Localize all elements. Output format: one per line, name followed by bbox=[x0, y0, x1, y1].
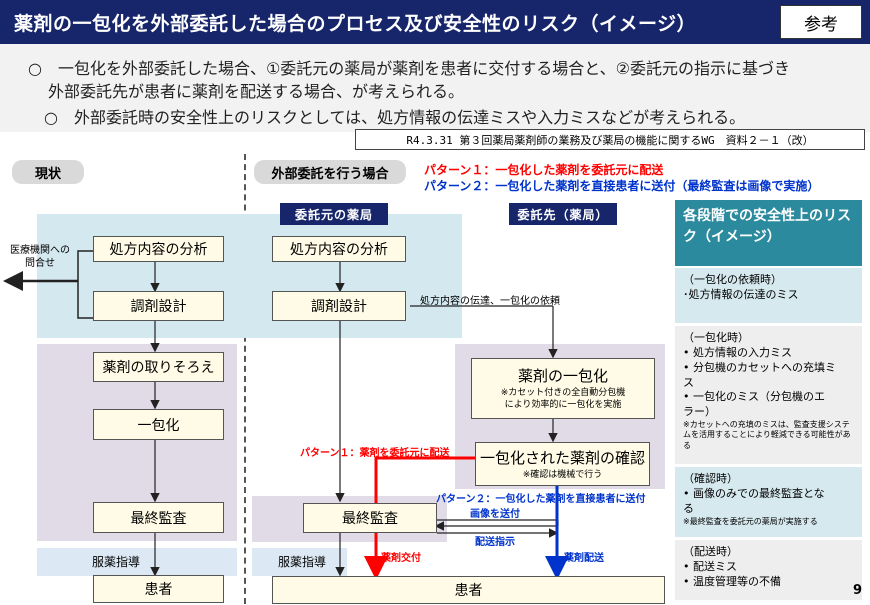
risk-packaging-item: • 一包化のミス（分包機のエ ラー） bbox=[683, 390, 825, 419]
risk-request: （一包化の依頼時） ･処方情報の伝達のミス bbox=[675, 268, 862, 323]
handover-label: 薬剤交付 bbox=[381, 553, 421, 564]
risk-delivery: （配送時） • 配送ミス • 温度管理等の不備 bbox=[675, 540, 862, 600]
risk-delivery-title: （配送時） bbox=[683, 545, 738, 558]
section-divider bbox=[244, 154, 246, 604]
risk-delivery-item: • 配送ミス bbox=[683, 559, 737, 573]
summary-line-2: 外部委託先が患者に薬剤を配送する場合、が考えられる。 bbox=[48, 82, 465, 101]
page-title: 薬剤の一包化を外部委託した場合のプロセス及び安全性のリスク（イメージ） bbox=[14, 13, 697, 35]
origin-pharmacy-label: 委託元の薬局 bbox=[280, 203, 388, 225]
summary-line-1: ○ 一包化を外部委託した場合、①委託元の薬局が薬剤を患者に交付する場合と、②委託… bbox=[28, 59, 791, 78]
outsourced-audit-box: 最終監査 bbox=[303, 503, 437, 533]
outsourced-packaging-box: 薬剤の一包化 ※カセット付きの全自動分包機 により効率的に一包化を実施 bbox=[471, 358, 655, 419]
current-patient-box: 患者 bbox=[93, 575, 224, 603]
source-citation: R4.3.31 第３回薬局薬剤師の業務及び薬局の機能に関するWG 資料２－１（改… bbox=[355, 129, 865, 150]
check-title: 一包化された薬剤の確認 bbox=[479, 448, 645, 467]
risk-delivery-item: • 温度管理等の不備 bbox=[683, 574, 781, 588]
risk-packaging-title: （一包化時） bbox=[683, 331, 749, 344]
outsourced-guidance-band bbox=[252, 548, 347, 576]
outsourced-guidance-label: 服薬指導 bbox=[278, 555, 327, 569]
check-note: ※確認は機械で行う bbox=[522, 469, 603, 480]
risk-check-note: ※最終監査を委託元の薬局が実施する bbox=[683, 516, 818, 526]
current-guidance-band bbox=[37, 548, 237, 576]
risk-check-title: （確認時） bbox=[683, 472, 738, 485]
title-bar bbox=[0, 0, 870, 44]
current-audit-box: 最終監査 bbox=[93, 502, 224, 533]
current-picking-box: 薬剤の取りそろえ bbox=[93, 352, 224, 382]
outsourced-design-box: 調剤設計 bbox=[272, 291, 406, 321]
pattern-2-caption: パターン２：一包化した薬剤を直接患者に送付（最終監査は画像で実施） bbox=[424, 179, 820, 193]
section-outsourced: 外部委託を行う場合 bbox=[254, 160, 406, 184]
risk-packaging-item: • 処方情報の入力ミス bbox=[683, 345, 792, 359]
pattern-1-caption: パターン１：一包化した薬剤を委託元に配送 bbox=[424, 163, 664, 177]
check-box: 一包化された薬剤の確認 ※確認は機械で行う bbox=[475, 442, 650, 486]
summary-panel bbox=[0, 44, 870, 132]
current-analysis-box: 処方内容の分析 bbox=[93, 236, 224, 262]
risk-request-item: ･処方情報の伝達のミス bbox=[683, 287, 799, 301]
risk-header: 各段階での安全性上のリスク（イメージ） bbox=[675, 200, 862, 266]
risk-request-title: （一包化の依頼時） bbox=[683, 273, 782, 286]
summary-line-3: ○ 外部委託時の安全性上のリスクとしては、処方情報の伝達ミスや入力ミスなどが考え… bbox=[44, 108, 746, 127]
transfer-note: 処方内容の伝達、一包化の依頼 bbox=[420, 296, 560, 307]
current-packaging-box: 一包化 bbox=[93, 409, 224, 440]
current-guidance-label: 服薬指導 bbox=[92, 555, 141, 569]
pattern-2-arrow-label: パターン２：一包化した薬剤を直接患者に送付 bbox=[436, 494, 646, 505]
image-send-label: 画像を送付 bbox=[470, 509, 520, 520]
page-number: 9 bbox=[853, 583, 863, 598]
delivery-instruction-label: 配送指示 bbox=[475, 537, 515, 548]
reference-tag: 参考 bbox=[780, 5, 862, 39]
risk-check: （確認時） • 画像のみでの最終監査とな る ※最終監査を委託元の薬局が実施する bbox=[675, 467, 862, 537]
risk-packaging-item: • 分包機のカセットへの充填ミ ス bbox=[683, 360, 836, 389]
current-design-box: 調剤設計 bbox=[93, 291, 224, 321]
delivery-label: 薬剤配送 bbox=[564, 553, 604, 564]
section-current: 現状 bbox=[12, 160, 84, 184]
risk-check-item: • 画像のみでの最終監査とな る bbox=[683, 486, 825, 515]
outsourced-patient-box: 患者 bbox=[272, 576, 665, 604]
inquiry-label: 医療機関への 問合せ bbox=[10, 245, 70, 269]
packaging-note: ※カセット付きの全自動分包機 により効率的に一包化を実施 bbox=[500, 388, 626, 410]
outsourced-analysis-box: 処方内容の分析 bbox=[272, 236, 406, 262]
pattern-1-arrow-label: パターン１：薬剤を委託元に配送 bbox=[300, 448, 450, 459]
risk-packaging: （一包化時） • 処方情報の入力ミス • 分包機のカセットへの充填ミ ス • 一… bbox=[675, 326, 862, 464]
packaging-title: 薬剤の一包化 bbox=[517, 367, 608, 386]
dest-pharmacy-label: 委託先（薬局） bbox=[509, 203, 617, 225]
risk-packaging-note: ※カセットへの充填のミスは、監査支援システムを活用することにより軽減できる可能性… bbox=[683, 420, 851, 450]
